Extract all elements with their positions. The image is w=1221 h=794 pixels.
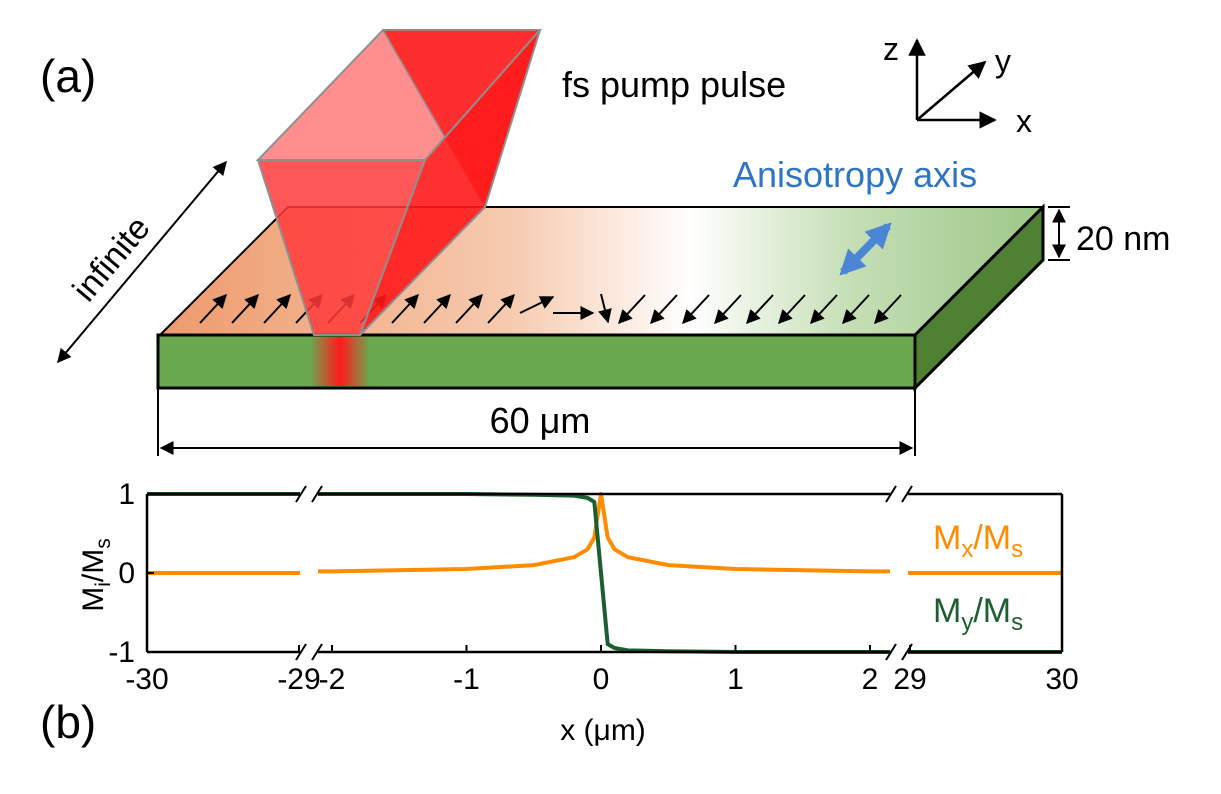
series-my-sub1: y	[961, 609, 973, 636]
y-axis-label-sub2: s	[92, 538, 115, 549]
series-mx-mid: /M	[973, 519, 1011, 557]
heated-spot	[310, 337, 370, 386]
width-arrow-lower	[57, 261, 143, 364]
y-axis-label: Mi/Ms	[77, 538, 115, 612]
length-dimension	[157, 388, 916, 456]
axis-break-mark-0-1b	[311, 643, 323, 661]
axis-x-label: x	[1016, 103, 1032, 139]
anisotropy-label: Anisotropy axis	[733, 154, 977, 195]
axis-break-mark-0-1a	[295, 643, 307, 661]
series-my-mid: /M	[973, 592, 1011, 630]
series-mx-sub1: x	[961, 536, 973, 563]
y-tick-label: 1	[118, 478, 135, 511]
x-tick-label: 1	[727, 663, 744, 696]
y-axis-label-main: M	[77, 587, 110, 612]
y-axis-label-mid: /M	[77, 549, 110, 582]
axis-break-mark-1-1a	[885, 643, 897, 661]
axis-break-mark-1-0a	[885, 485, 897, 503]
thickness-label: 20 nm	[1076, 220, 1171, 258]
y-axis-label-sub1: i	[92, 582, 115, 587]
x-tick-label: 0	[593, 663, 610, 696]
panel-a-label: (a)	[40, 50, 96, 102]
series-my-sub2: s	[1011, 609, 1023, 636]
width-arrow-upper	[141, 160, 227, 263]
x-tick-label: 30	[1045, 663, 1078, 696]
x-axis-label: x (μm)	[560, 714, 646, 747]
series-my-main: M	[933, 592, 961, 630]
y-tick-label: -1	[108, 636, 135, 669]
series-line-mx-seg1	[318, 492, 890, 574]
pump-pulse-beam	[255, 29, 543, 336]
x-tick-label: -30	[125, 663, 168, 696]
axis-y-label: y	[995, 43, 1011, 79]
x-tick-label: -1	[453, 663, 480, 696]
y-tick-label: 0	[118, 557, 135, 590]
pump-pulse-label: fs pump pulse	[562, 64, 786, 105]
film-front-face	[156, 333, 917, 390]
series-label-mx: Mx/Ms	[933, 519, 1023, 563]
series-mx-main: M	[933, 519, 961, 557]
thickness-dimension	[1048, 206, 1070, 261]
x-tick-label: 29	[893, 663, 926, 696]
panel-b-label: (b)	[40, 696, 96, 748]
x-tick-label: 2	[862, 663, 879, 696]
coordinate-axes	[908, 38, 997, 129]
anisotropy-arrow	[839, 222, 892, 276]
x-tick-label: -2	[319, 663, 346, 696]
magnetization-plot: -30 -29-2 -1 0 1 2 29 30 1 0 -1	[108, 478, 1078, 696]
axis-z-label: z	[883, 31, 899, 67]
length-label: 60 μm	[490, 400, 591, 441]
axis-break-mark-1-0b	[901, 485, 913, 503]
x-tick-label: -29	[277, 663, 320, 696]
axis-break-mark-0-0a	[295, 485, 307, 503]
series-mx-sub2: s	[1011, 536, 1023, 563]
axis-break-mark-0-0b	[311, 485, 323, 503]
series-label-my: My/Ms	[933, 592, 1023, 636]
